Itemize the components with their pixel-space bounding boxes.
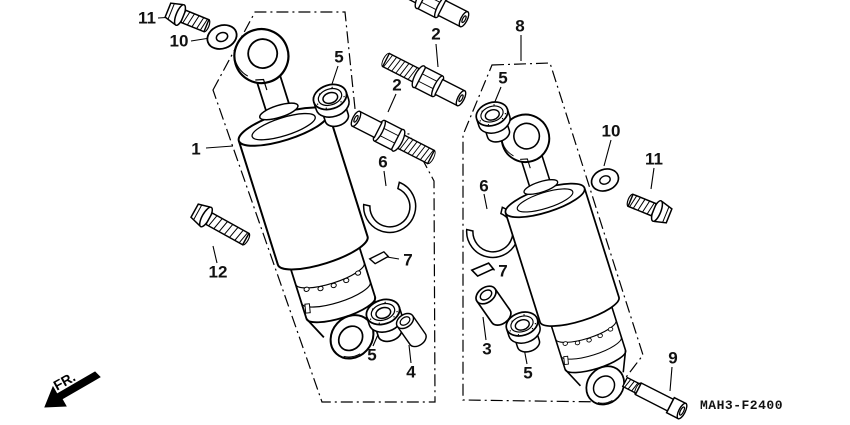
callout-11a: 11 <box>138 8 156 28</box>
callout-5c: 5 <box>498 68 508 88</box>
callout-5a: 5 <box>334 47 344 67</box>
callout-7b: 7 <box>498 261 508 281</box>
stopper-bolt-9 <box>620 373 690 421</box>
callout-8: 8 <box>515 16 525 36</box>
flange-bolt-12 <box>188 200 255 251</box>
stud-bolt-lower <box>347 105 440 170</box>
callout-9: 9 <box>668 348 678 368</box>
callout-1: 1 <box>191 139 201 159</box>
flange-bolt-right <box>623 188 674 227</box>
washer-right <box>587 164 623 196</box>
callout-2a: 2 <box>431 24 441 44</box>
chip-left <box>368 249 390 267</box>
callout-2b: 2 <box>392 75 402 95</box>
callout-10b: 10 <box>601 121 621 141</box>
callout-4: 4 <box>406 362 416 382</box>
stopper-band-left <box>358 178 427 244</box>
stud-bolt-top-edge <box>380 0 473 33</box>
callout-7a: 7 <box>403 250 413 270</box>
callout-3: 3 <box>482 339 492 359</box>
fr-direction-arrow <box>44 371 101 408</box>
callout-10a: 10 <box>169 31 189 51</box>
diagram-part-code: MAH3-F2400 <box>700 398 784 413</box>
callout-5d: 5 <box>523 363 533 383</box>
callout-5b: 5 <box>367 345 377 365</box>
callout-6b: 6 <box>479 176 489 196</box>
assembly-outline-left <box>212 11 436 403</box>
callout-11b: 11 <box>645 149 663 169</box>
callout-12: 12 <box>208 262 228 282</box>
chip-right <box>470 259 496 280</box>
callout-6a: 6 <box>378 152 388 172</box>
